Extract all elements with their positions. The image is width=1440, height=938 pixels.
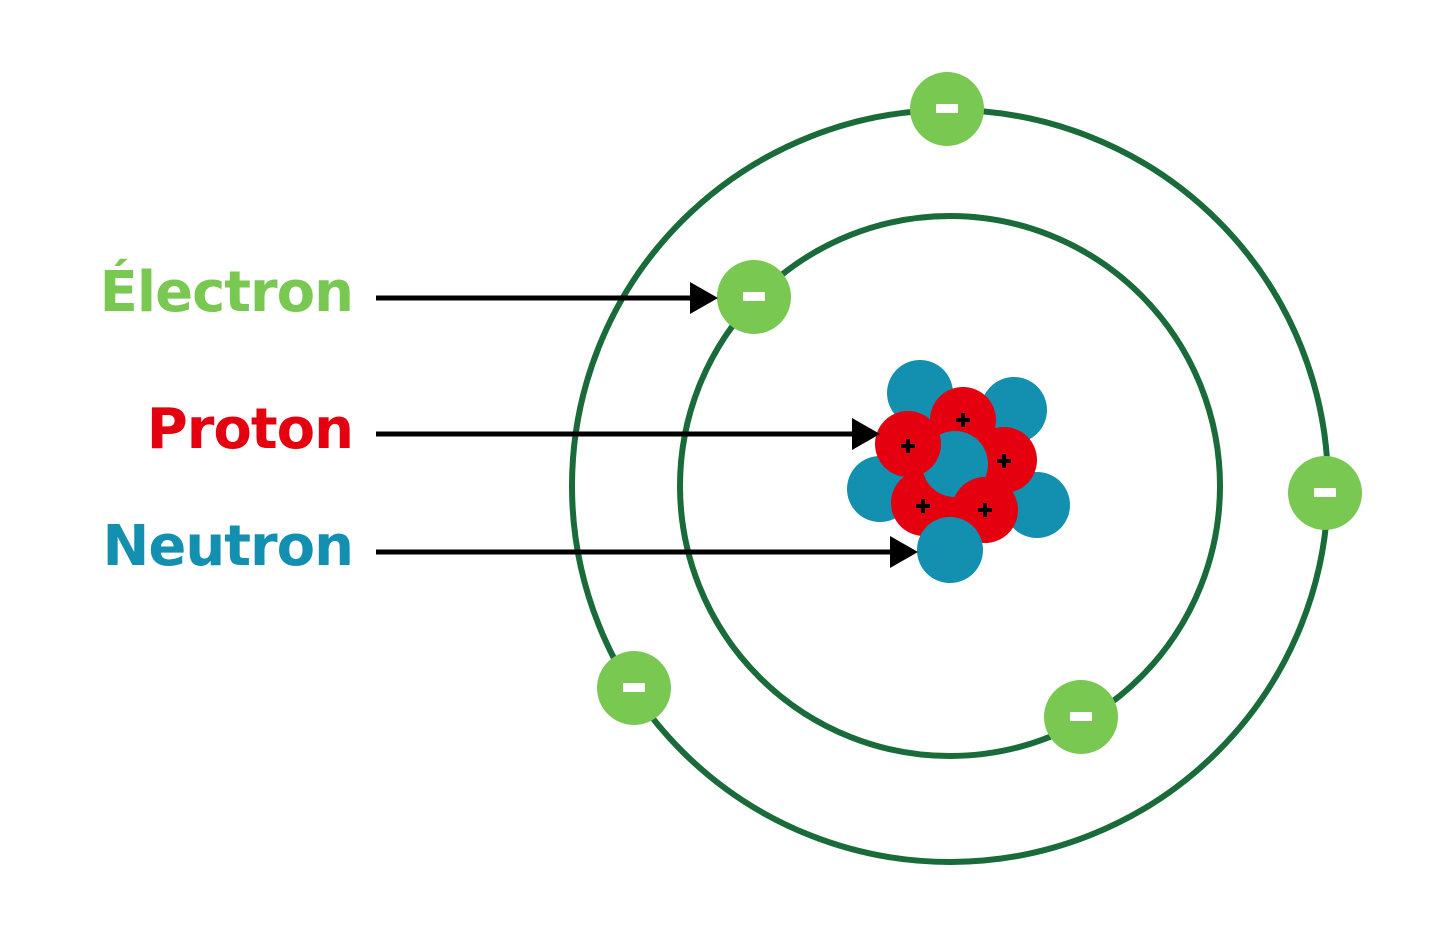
electron bbox=[597, 651, 671, 725]
minus-icon bbox=[936, 104, 958, 113]
plus-icon bbox=[956, 413, 970, 427]
neutron bbox=[917, 517, 983, 583]
minus-icon bbox=[623, 683, 645, 692]
electron bbox=[1288, 456, 1362, 530]
plus-icon bbox=[901, 439, 915, 453]
plus-icon bbox=[978, 503, 992, 517]
neutron bbox=[981, 377, 1047, 443]
minus-icon bbox=[1314, 488, 1336, 497]
neutron-arrow bbox=[376, 536, 918, 568]
minus-icon bbox=[1070, 712, 1092, 721]
nucleus bbox=[847, 360, 1070, 583]
proton-label: Proton bbox=[146, 397, 354, 462]
electron bbox=[910, 72, 984, 146]
neutron-label: Neutron bbox=[102, 514, 354, 579]
inner-orbit bbox=[677, 213, 1223, 759]
electron bbox=[1044, 680, 1118, 754]
plus-icon bbox=[916, 499, 930, 513]
electron-label: Électron bbox=[99, 260, 354, 325]
plus-icon bbox=[997, 454, 1011, 468]
proton-arrow bbox=[376, 418, 880, 450]
minus-icon bbox=[743, 292, 765, 301]
electron bbox=[717, 260, 791, 334]
electron-arrow bbox=[376, 282, 718, 314]
